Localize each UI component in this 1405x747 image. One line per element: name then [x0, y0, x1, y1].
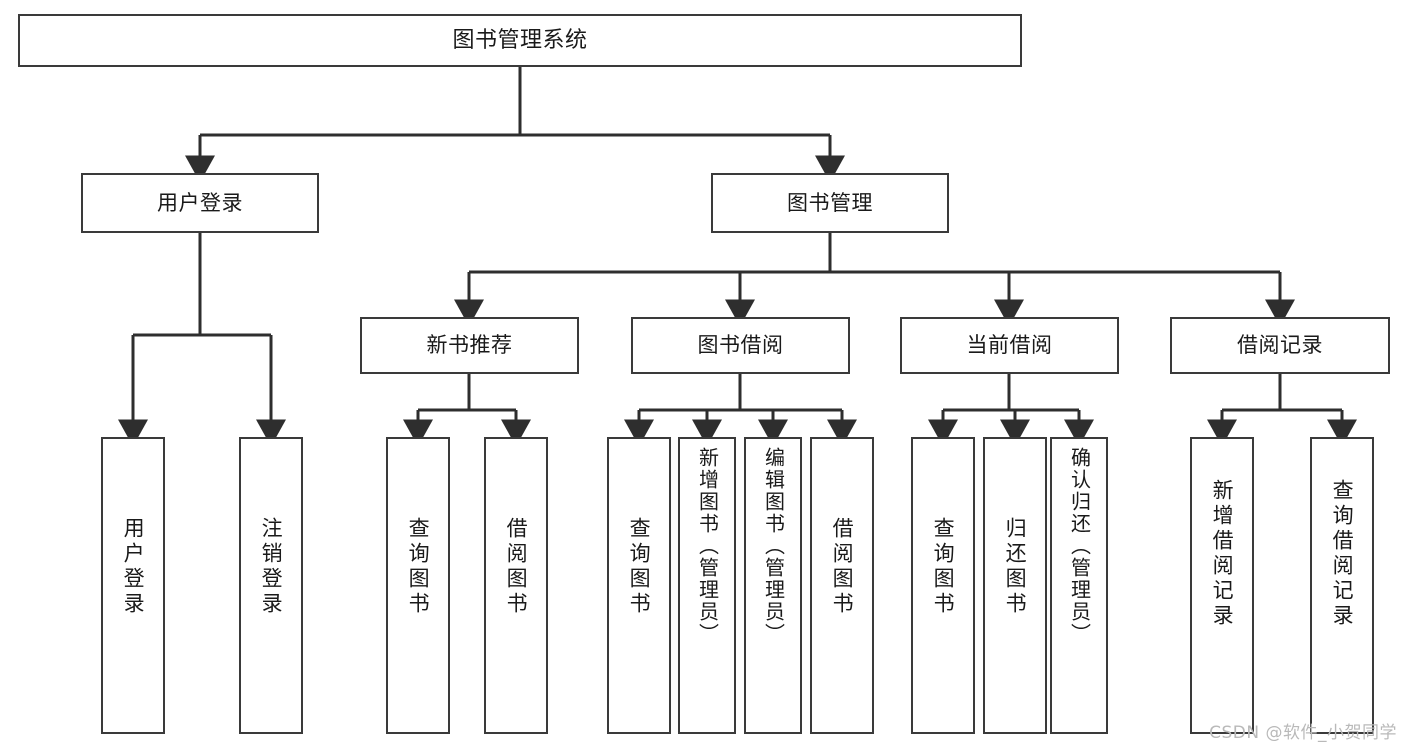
node-book-borrow[interactable]: 图书借阅 — [631, 317, 850, 374]
node-leaf-query-book-1[interactable]: 查询图书 — [386, 437, 450, 734]
node-leaf-add-book[interactable]: 新增图书（管理员） — [678, 437, 736, 734]
node-leaf-return-book-label: 归还图书 — [1003, 517, 1028, 617]
node-new-book-recommend-label: 新书推荐 — [426, 333, 513, 358]
node-root-label: 图书管理系统 — [452, 27, 588, 53]
node-new-book-recommend[interactable]: 新书推荐 — [360, 317, 579, 374]
node-leaf-add-record-label: 新增借阅记录 — [1210, 479, 1235, 629]
node-leaf-borrow-book-2-label: 借阅图书 — [830, 517, 855, 617]
node-leaf-query-book-3-label: 查询图书 — [931, 517, 956, 617]
node-user-login[interactable]: 用户登录 — [81, 173, 319, 233]
node-leaf-add-book-label: 新增图书（管理员） — [695, 447, 720, 645]
node-borrow-record[interactable]: 借阅记录 — [1170, 317, 1390, 374]
node-leaf-borrow-book-1-label: 借阅图书 — [504, 517, 529, 617]
node-root[interactable]: 图书管理系统 — [18, 14, 1022, 67]
node-leaf-query-record[interactable]: 查询借阅记录 — [1310, 437, 1374, 734]
node-leaf-query-book-2[interactable]: 查询图书 — [607, 437, 671, 734]
node-leaf-confirm-return-label: 确认归还（管理员） — [1067, 447, 1092, 645]
node-user-login-label: 用户登录 — [157, 190, 243, 215]
node-leaf-borrow-book-2[interactable]: 借阅图书 — [810, 437, 874, 734]
node-leaf-borrow-book-1[interactable]: 借阅图书 — [484, 437, 548, 734]
node-leaf-return-book[interactable]: 归还图书 — [983, 437, 1047, 734]
node-borrow-record-label: 借阅记录 — [1237, 333, 1323, 358]
node-current-borrow[interactable]: 当前借阅 — [900, 317, 1119, 374]
node-leaf-query-book-3[interactable]: 查询图书 — [911, 437, 975, 734]
node-book-manage[interactable]: 图书管理 — [711, 173, 949, 233]
node-book-manage-label: 图书管理 — [787, 190, 873, 215]
node-leaf-query-record-label: 查询借阅记录 — [1330, 479, 1355, 629]
node-leaf-edit-book[interactable]: 编辑图书（管理员） — [744, 437, 802, 734]
node-leaf-add-record[interactable]: 新增借阅记录 — [1190, 437, 1254, 734]
node-leaf-query-book-1-label: 查询图书 — [406, 517, 431, 617]
watermark: CSDN @软件_小贺同学 — [1209, 723, 1397, 743]
node-leaf-user-login[interactable]: 用户登录 — [101, 437, 165, 734]
node-leaf-query-book-2-label: 查询图书 — [627, 517, 652, 617]
node-leaf-edit-book-label: 编辑图书（管理员） — [761, 447, 786, 645]
node-leaf-user-logout[interactable]: 注销登录 — [239, 437, 303, 734]
node-book-borrow-label: 图书借阅 — [697, 333, 784, 358]
node-leaf-user-logout-label: 注销登录 — [259, 517, 284, 617]
node-leaf-confirm-return[interactable]: 确认归还（管理员） — [1050, 437, 1108, 734]
node-current-borrow-label: 当前借阅 — [966, 333, 1053, 358]
node-leaf-user-login-label: 用户登录 — [121, 517, 146, 617]
